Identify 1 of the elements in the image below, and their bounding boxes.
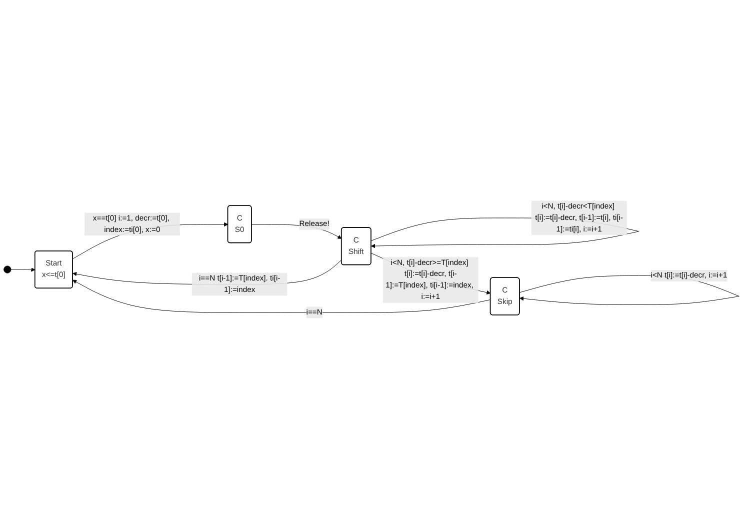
node-circle <box>4 266 12 274</box>
